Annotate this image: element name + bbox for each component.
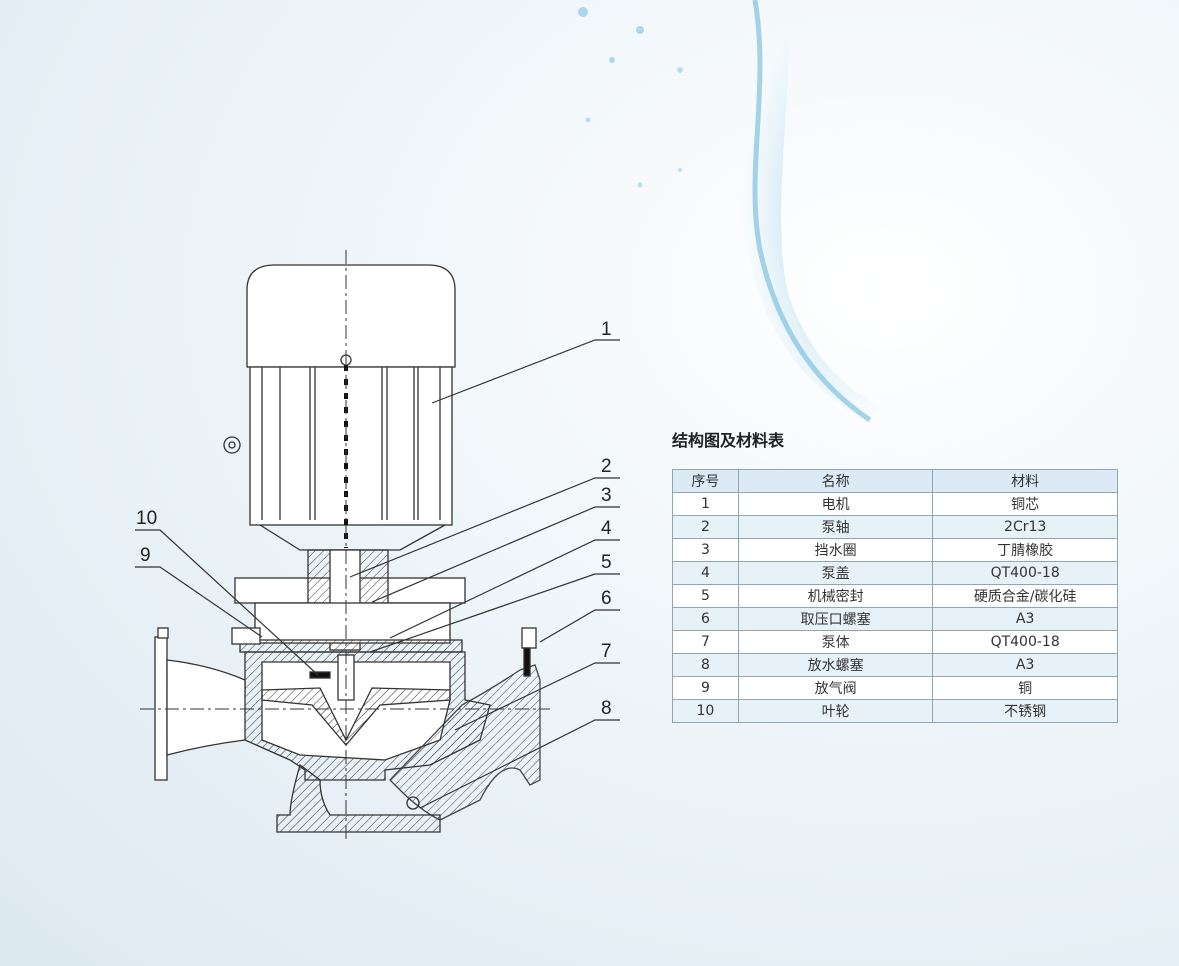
cell-name: 泵体: [737, 630, 934, 654]
cell-name: 泵轴: [737, 515, 934, 539]
cell-material: QT400-18: [932, 630, 1118, 654]
cell-name: 泵盖: [737, 561, 934, 585]
header-name: 名称: [737, 469, 934, 493]
callout-10: 10: [136, 508, 158, 529]
callout-5: 5: [601, 552, 612, 573]
cell-index: 1: [672, 492, 739, 516]
cell-index: 6: [672, 607, 739, 631]
section-title: 结构图及材料表: [672, 431, 785, 450]
cell-index: 7: [672, 630, 739, 654]
pump-drawing: [140, 250, 550, 840]
cell-index: 2: [672, 515, 739, 539]
table-header-row: 序号 名称 材料: [672, 469, 1118, 493]
header-index: 序号: [672, 469, 739, 493]
cell-name: 叶轮: [737, 699, 934, 723]
cell-index: 8: [672, 653, 739, 677]
cell-name: 挡水圈: [737, 538, 934, 562]
cell-index: 4: [672, 561, 739, 585]
cell-name: 放气阀: [737, 676, 934, 700]
cell-material: 不锈钢: [932, 699, 1118, 723]
callout-2: 2: [601, 456, 612, 477]
callout-3: 3: [601, 485, 612, 506]
cell-material: 铜芯: [932, 492, 1118, 516]
cell-material: A3: [932, 607, 1118, 631]
cell-index: 5: [672, 584, 739, 608]
cell-material: 铜: [932, 676, 1118, 700]
header-material: 材料: [932, 469, 1118, 493]
callout-1: 1: [601, 319, 612, 340]
cell-index: 3: [672, 538, 739, 562]
cell-material: QT400-18: [932, 561, 1118, 585]
cell-material: 2Cr13: [932, 515, 1118, 539]
callout-9: 9: [140, 545, 151, 566]
water-splash-decoration: [578, 0, 940, 433]
cell-material: 硬质合金/碳化硅: [932, 584, 1118, 608]
cell-name: 电机: [737, 492, 934, 516]
callout-7: 7: [601, 641, 612, 662]
callout-4: 4: [601, 518, 612, 539]
cell-name: 放水螺塞: [737, 653, 934, 677]
cell-name: 取压口螺塞: [737, 607, 934, 631]
callout-6: 6: [601, 588, 612, 609]
cell-index: 10: [672, 699, 739, 723]
cell-name: 机械密封: [737, 584, 934, 608]
cell-material: A3: [932, 653, 1118, 677]
cell-material: 丁腈橡胶: [932, 538, 1118, 562]
leader-lines: [135, 339, 620, 809]
cell-index: 9: [672, 676, 739, 700]
callout-8: 8: [601, 698, 612, 719]
